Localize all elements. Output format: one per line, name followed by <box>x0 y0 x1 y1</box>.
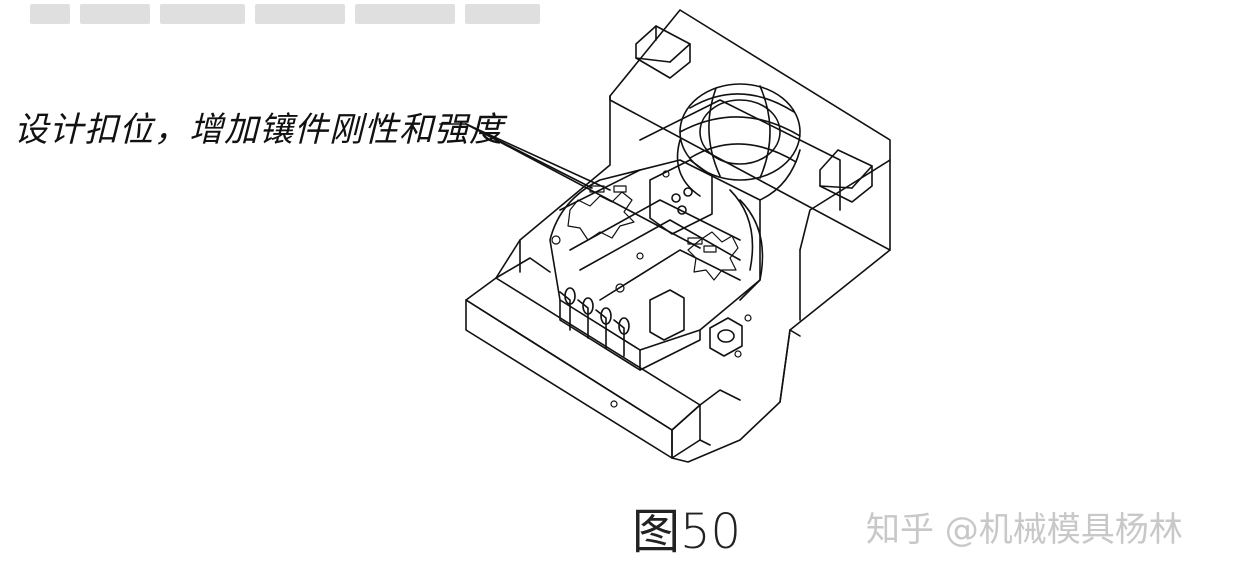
watermark: 知乎 @机械模具杨林 <box>866 510 1183 550</box>
blurred-block <box>80 4 150 24</box>
blurred-block <box>160 4 245 24</box>
insert-body <box>549 159 764 371</box>
guide-block-right <box>819 149 873 203</box>
leader-lines <box>439 123 701 249</box>
figure-label: 图50 <box>632 504 742 560</box>
blurred-header <box>30 0 540 28</box>
blurred-block <box>255 4 345 24</box>
callout-text: 设计扣位，增加镶件刚性和强度 <box>14 110 504 150</box>
blurred-block <box>355 4 455 24</box>
guide-block-top <box>635 25 691 79</box>
screw-holes <box>551 170 752 408</box>
blurred-block <box>30 4 70 24</box>
blurred-block <box>465 4 540 24</box>
dome-feature <box>676 83 801 201</box>
interlock-zones <box>567 185 739 281</box>
